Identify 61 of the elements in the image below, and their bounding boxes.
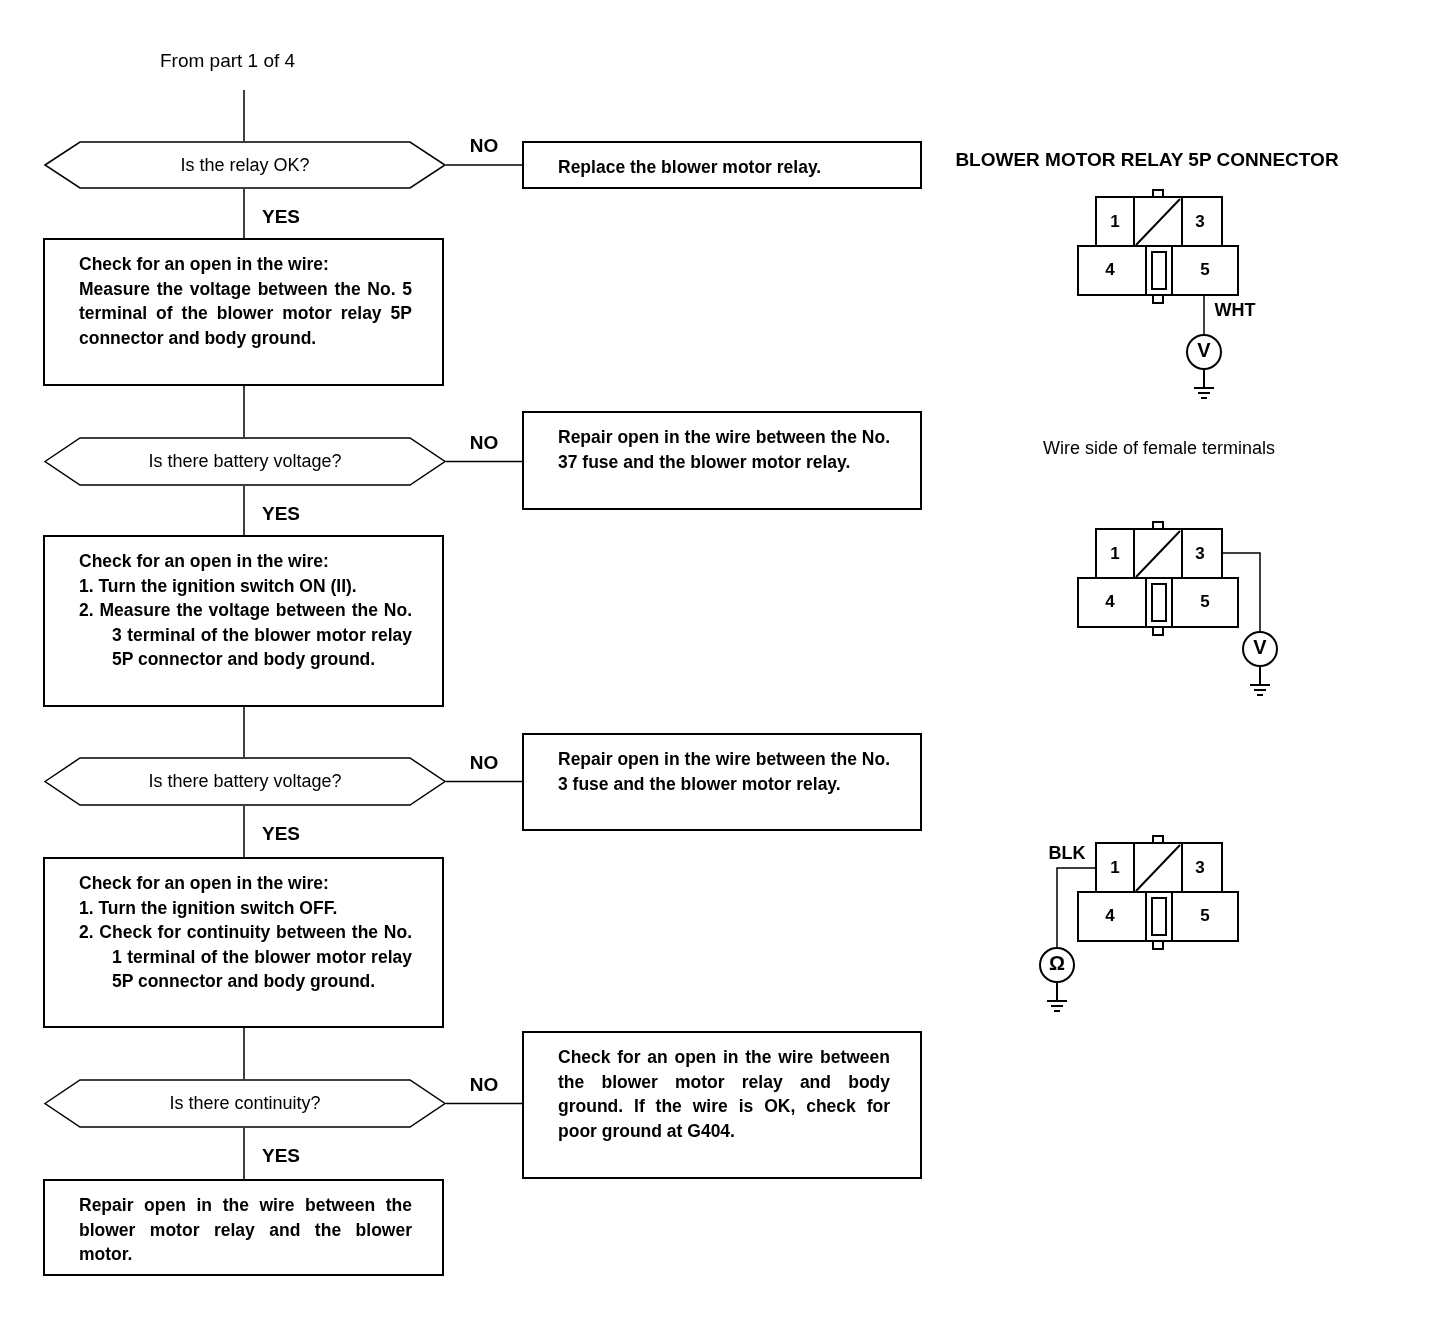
connector-line: [445, 780, 523, 783]
view-note: Wire side of female terminals: [1042, 437, 1276, 459]
pin-number: 1: [1110, 212, 1120, 232]
box-heading: Check for an open in the wire:: [79, 872, 330, 895]
action-box: [522, 411, 922, 510]
decision-shape: [44, 141, 446, 189]
action-box: [522, 141, 922, 189]
decision-shape: [44, 757, 446, 806]
question-text: Is the relay OK?: [180, 154, 310, 176]
pin-number: 4: [1105, 906, 1115, 926]
box-text: Repair open in the wire between the No. 3 fuse and the blower motor relay.: [558, 748, 890, 796]
connector-line: [445, 1102, 523, 1105]
step-text: 1. Turn the ignition switch OFF.: [79, 896, 339, 920]
pin-number: 1: [1110, 858, 1120, 878]
connector-line: [243, 1027, 245, 1080]
action-box: [43, 535, 444, 707]
box-heading: Check for an open in the wire:: [79, 253, 330, 276]
pin-number: 3: [1195, 212, 1205, 232]
meter-symbol: Ω: [1049, 951, 1065, 975]
question-text: Is there battery voltage?: [148, 771, 342, 792]
question-text: Is there battery voltage?: [148, 451, 342, 472]
wire-color-label: WHT: [1214, 299, 1256, 321]
box-text: Check for an open in the wire between the blower motor relay and body ground. If the wire is OK, check for poor ground at G404.: [558, 1046, 890, 1143]
decision-shape: [44, 1079, 446, 1128]
connector-line: [243, 805, 245, 858]
pin-number: 5: [1200, 906, 1210, 926]
decision-shape: [44, 437, 446, 486]
pin-number: 4: [1105, 260, 1115, 280]
connector-line: [243, 188, 245, 239]
step-text: 1. Turn the ignition switch ON (II).: [79, 574, 358, 598]
step-text: 2. Measure the voltage between the No. 3 terminal of the blower motor relay 5P connector and body ground.: [79, 599, 412, 672]
action-box: [43, 857, 444, 1028]
start-note: From part 1 of 4: [160, 50, 340, 80]
pin-number: 5: [1200, 592, 1210, 612]
meter-symbol: V: [1253, 635, 1267, 659]
connector-heading: BLOWER MOTOR RELAY 5P CONNECTOR: [955, 149, 1339, 171]
pin-number: 1: [1110, 544, 1120, 564]
connector-line: [445, 164, 523, 166]
pin-number: 3: [1195, 858, 1205, 878]
pin-number: 5: [1200, 260, 1210, 280]
wire-color-label: BLK: [1048, 842, 1086, 864]
action-box: [43, 1179, 444, 1276]
pin-number: 3: [1195, 544, 1205, 564]
action-box: [522, 1031, 922, 1179]
connector-line: [243, 1127, 245, 1180]
connector-line: [243, 706, 245, 758]
connector-line: [445, 460, 523, 463]
box-text: Replace the blower motor relay.: [558, 156, 823, 179]
box-text: Repair open in the wire between the blower motor relay and the blower motor.: [79, 1194, 412, 1267]
meter-symbol: V: [1197, 338, 1211, 362]
question-text: Is there continuity?: [169, 1093, 321, 1114]
connector-line: [243, 485, 245, 536]
connector-line: [243, 89, 245, 142]
action-box: [522, 733, 922, 831]
pin-number: 4: [1105, 592, 1115, 612]
box-text: Repair open in the wire between the No. 37 fuse and the blower motor relay.: [558, 426, 890, 474]
box-text: Measure the voltage between the No. 5 terminal of the blower motor relay 5P connector and body ground.: [79, 277, 412, 350]
box-heading: Check for an open in the wire:: [79, 550, 330, 573]
action-box: [43, 238, 444, 386]
connector-line: [243, 385, 245, 438]
step-text: 2. Check for continuity between the No. 1 terminal of the blower motor relay 5P connector and body ground.: [79, 921, 412, 994]
